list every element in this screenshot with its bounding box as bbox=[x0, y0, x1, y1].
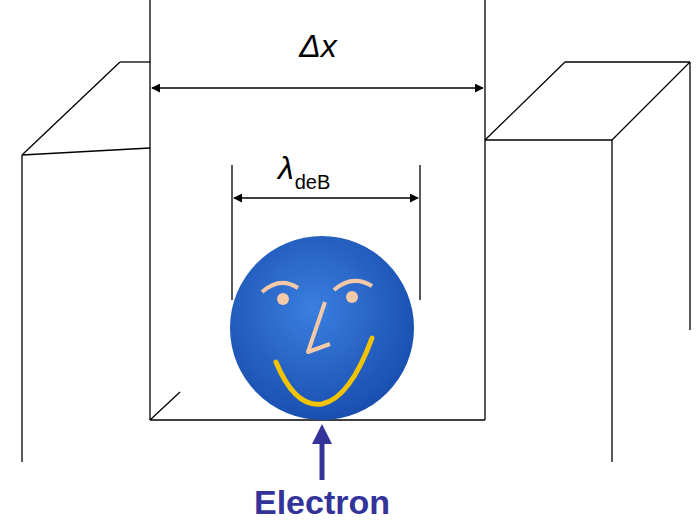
dimension-arrow bbox=[152, 87, 483, 89]
well-walls bbox=[22, 0, 690, 462]
wavelength-symbol: λ bbox=[278, 152, 294, 184]
electron-face bbox=[230, 236, 414, 420]
wavelength-subscript: deB bbox=[295, 172, 331, 192]
dimension-arrow bbox=[234, 197, 418, 199]
pointer-arrow bbox=[320, 434, 325, 480]
dimension-label: Δx bbox=[299, 30, 336, 62]
electron-label: Electron bbox=[254, 485, 390, 519]
